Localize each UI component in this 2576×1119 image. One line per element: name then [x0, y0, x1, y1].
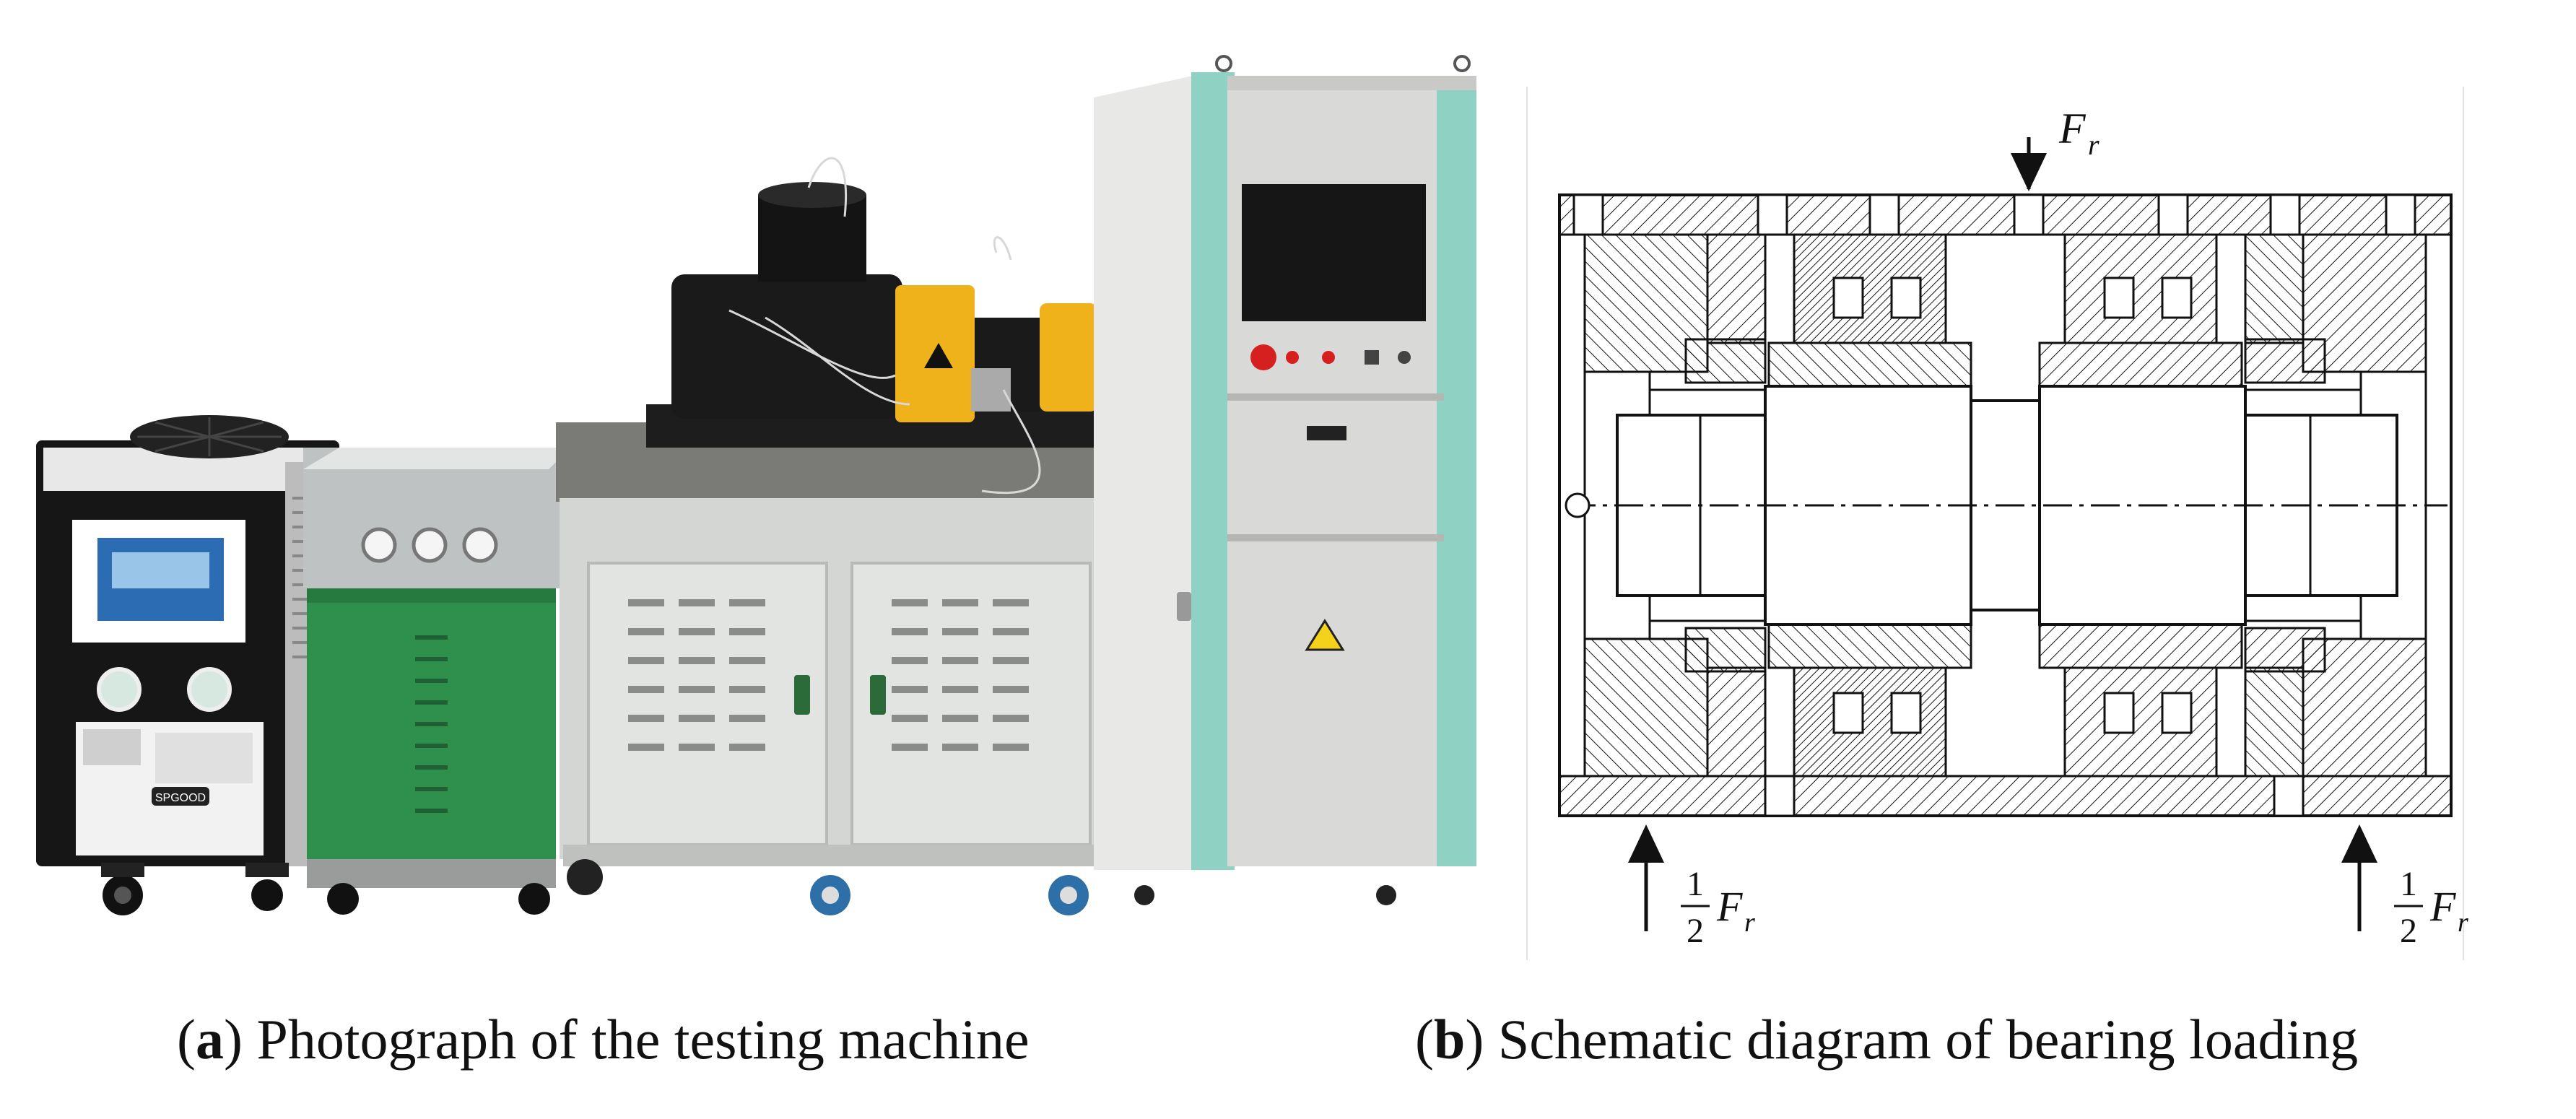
schematic-svg: F r: [1526, 87, 2468, 960]
caption-b-letter: b: [1433, 1008, 1466, 1071]
center-loading-block: [1767, 233, 2243, 778]
caption-b: (b) Schematic diagram of bearing loading: [1415, 1008, 2359, 1071]
caption-a: (a) Photograph of the testing machine: [177, 1008, 1030, 1071]
load-right-subscript: r: [2458, 907, 2468, 938]
load-right-numerator: 1: [2400, 865, 2417, 903]
shaft: [1565, 385, 2447, 626]
caption-a-text: Photograph of the testing machine: [242, 1008, 1030, 1071]
load-top-symbol: F: [2058, 105, 2087, 152]
caption-b-text: Schematic diagram of bearing loading: [1484, 1008, 2359, 1071]
load-right-denominator: 2: [2400, 912, 2417, 950]
load-arrow-top: F r: [2011, 105, 2099, 191]
test-rig: [646, 157, 1115, 495]
load-arrow-bottom-left: 1 2 F r: [1628, 824, 1755, 950]
base-cabinet: [556, 422, 1126, 915]
caption-a-letter: a: [195, 1008, 224, 1071]
hydraulic-unit: [303, 448, 570, 915]
load-top-subscript: r: [2088, 129, 2099, 161]
brand-label: SPGOOD: [155, 792, 206, 804]
bearing-loading-schematic: F r: [1523, 0, 2576, 1003]
housing: [1558, 193, 2453, 817]
testing-machine-illustration: SPGOOD: [36, 55, 1476, 915]
testing-machine-photo: SPGOOD: [36, 55, 1476, 915]
load-left-subscript: r: [1744, 907, 1755, 938]
load-left-numerator: 1: [1687, 865, 1704, 903]
control-cabinet: [1094, 55, 1476, 905]
load-left-denominator: 2: [1687, 912, 1704, 950]
load-arrow-bottom-right: 1 2 F r: [2341, 824, 2468, 950]
load-right-symbol: F: [2429, 883, 2456, 930]
chiller-unit: SPGOOD: [36, 415, 339, 915]
load-left-symbol: F: [1716, 883, 1743, 930]
